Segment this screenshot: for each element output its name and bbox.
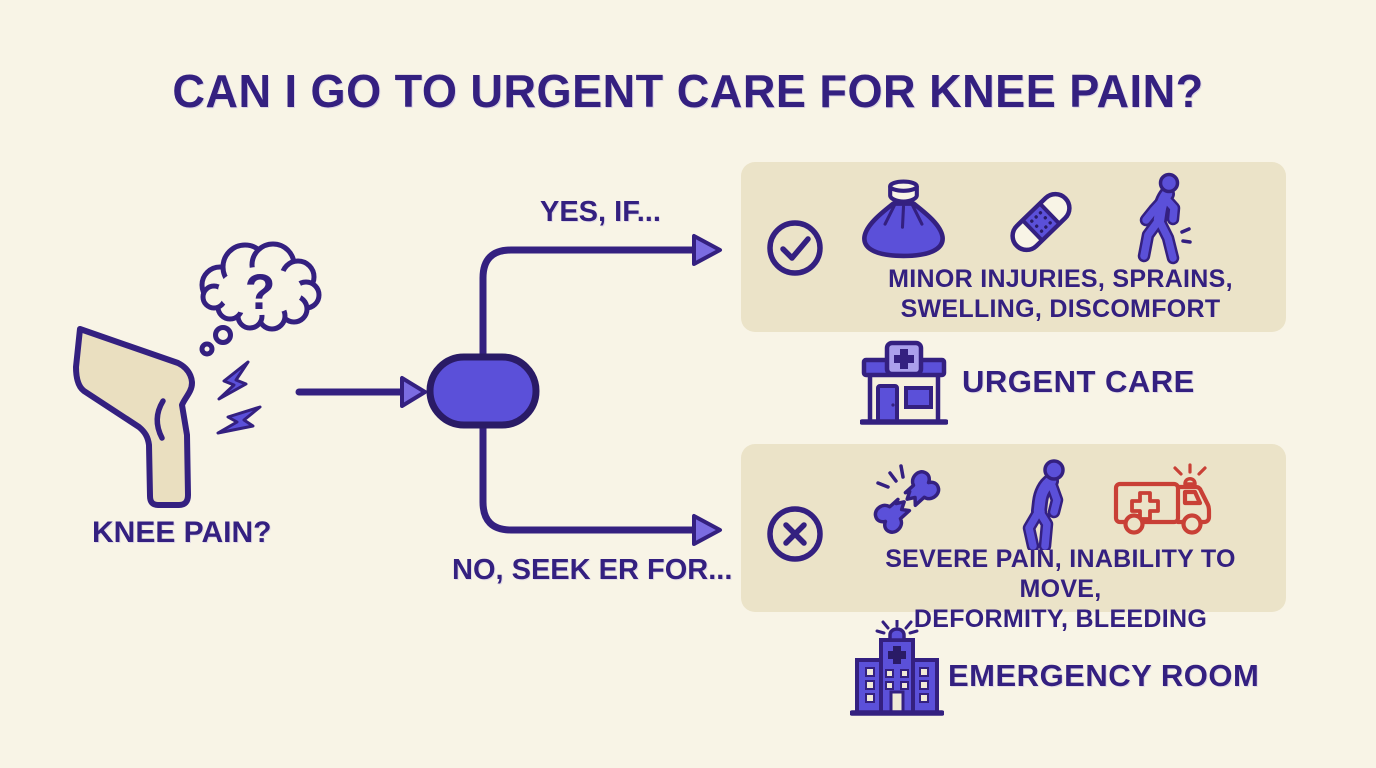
thought-cloud-icon: ?	[199, 241, 322, 357]
ice-pack-icon	[862, 179, 945, 259]
hospital-building-icon	[850, 620, 944, 716]
conditions-line: MINOR INJURIES, SPRAINS,	[888, 265, 1233, 293]
branch-yes-label: YES, IF...	[540, 196, 661, 228]
no-branch-line	[479, 418, 698, 534]
pain-bolt-icon	[216, 360, 262, 435]
yes-branch-line	[479, 246, 698, 364]
bandage-icon	[1010, 191, 1072, 253]
question-mark: ?	[245, 264, 276, 320]
yes-arrowhead-icon	[692, 234, 722, 266]
emergency-panel: SEVERE PAIN, INABILITY TO MOVE, DEFORMIT…	[741, 444, 1286, 633]
siren-rays	[875, 620, 919, 635]
urgent-care-conditions: MINOR INJURIES, SPRAINS, SWELLING, DISCO…	[841, 264, 1280, 324]
knee-leg-icon	[73, 326, 195, 508]
impact-marks	[876, 464, 905, 489]
injured-person-icon	[1022, 459, 1065, 550]
check-circle-icon	[767, 220, 823, 276]
knee-scene: ?	[73, 241, 322, 508]
x-circle-icon	[767, 506, 823, 562]
conditions-line: SEVERE PAIN, INABILITY TO MOVE,	[885, 545, 1236, 603]
conditions-line: SWELLING, DISCOMFORT	[900, 295, 1221, 323]
branch-no-label: NO, SEEK ER FOR...	[452, 554, 733, 586]
conditions-line: DEFORMITY, BLEEDING	[913, 605, 1208, 633]
urgent-care-label: URGENT CARE	[962, 364, 1195, 399]
walking-person-icon	[1137, 172, 1192, 265]
input-arrowhead-icon	[400, 376, 427, 408]
urgent-care-building-icon	[860, 340, 948, 425]
decision-node	[426, 353, 540, 429]
emergency-room-label: EMERGENCY ROOM	[948, 658, 1260, 693]
urgent-care-panel: MINOR INJURIES, SPRAINS, SWELLING, DISCO…	[741, 162, 1286, 332]
pain-marks	[1180, 227, 1192, 244]
emergency-conditions: SEVERE PAIN, INABILITY TO MOVE, DEFORMIT…	[841, 544, 1280, 634]
broken-bone-icon	[873, 464, 941, 534]
page-title: CAN I GO TO URGENT CARE FOR KNEE PAIN?	[172, 65, 1204, 117]
knee-pain-label: KNEE PAIN?	[92, 516, 272, 549]
no-arrowhead-icon	[692, 514, 722, 546]
ambulance-icon	[1113, 463, 1212, 535]
